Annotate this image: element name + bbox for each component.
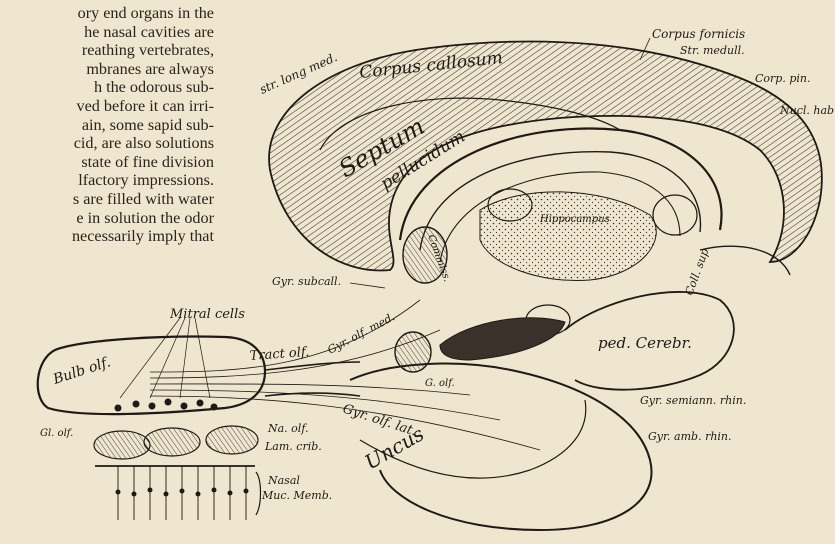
mitral-cell-leader-lines <box>120 318 210 398</box>
label-nasal: Nasal <box>267 474 300 487</box>
nasal-brace <box>256 472 261 515</box>
label-corp-pin: Corp. pin. <box>755 72 810 85</box>
label-hippocampus: Hippocampus <box>539 214 610 225</box>
label-gyr-semiann: Gyr. semiann. rhin. <box>640 394 746 407</box>
label-bulb-olf: Bulb olf. <box>50 354 112 388</box>
label-corpus-fornicis: Corpus fornicis <box>652 27 745 41</box>
label-na-olf: Na. olf. <box>267 422 309 435</box>
label-nucl-hab: Nucl. hab <box>779 104 834 117</box>
label-gyr-amb: Gyr. amb. rhin. <box>648 430 732 443</box>
label-coll-sup: Coll. sup. <box>683 243 713 297</box>
label-gyr-subcall: Gyr. subcall. <box>272 275 341 288</box>
label-muc-memb: Muc. Memb. <box>261 489 332 502</box>
glomerulus-left <box>94 431 150 459</box>
glomerulus-mid <box>144 428 200 456</box>
olfactory-tract-bottom <box>265 393 360 396</box>
hippocampus-region <box>480 192 656 281</box>
label-g-olf: G. olf. <box>425 378 455 389</box>
label-lam-crib: Lam. crib. <box>264 440 322 453</box>
label-gl-olf: Gl. olf. <box>40 428 73 439</box>
label-str-medull: Str. medull. <box>680 44 745 57</box>
tract-fibers <box>150 300 540 450</box>
glomerulus-right <box>206 426 258 454</box>
label-ped-cerebr: ped. Cerebr. <box>598 334 692 352</box>
habenular-nucleus <box>653 195 697 235</box>
tract-optic <box>440 318 565 360</box>
label-tract-olf: Tract olf. <box>249 345 310 364</box>
gyr-subcall-leader <box>350 283 385 288</box>
label-mitral-cells: Mitral cells <box>169 307 245 322</box>
